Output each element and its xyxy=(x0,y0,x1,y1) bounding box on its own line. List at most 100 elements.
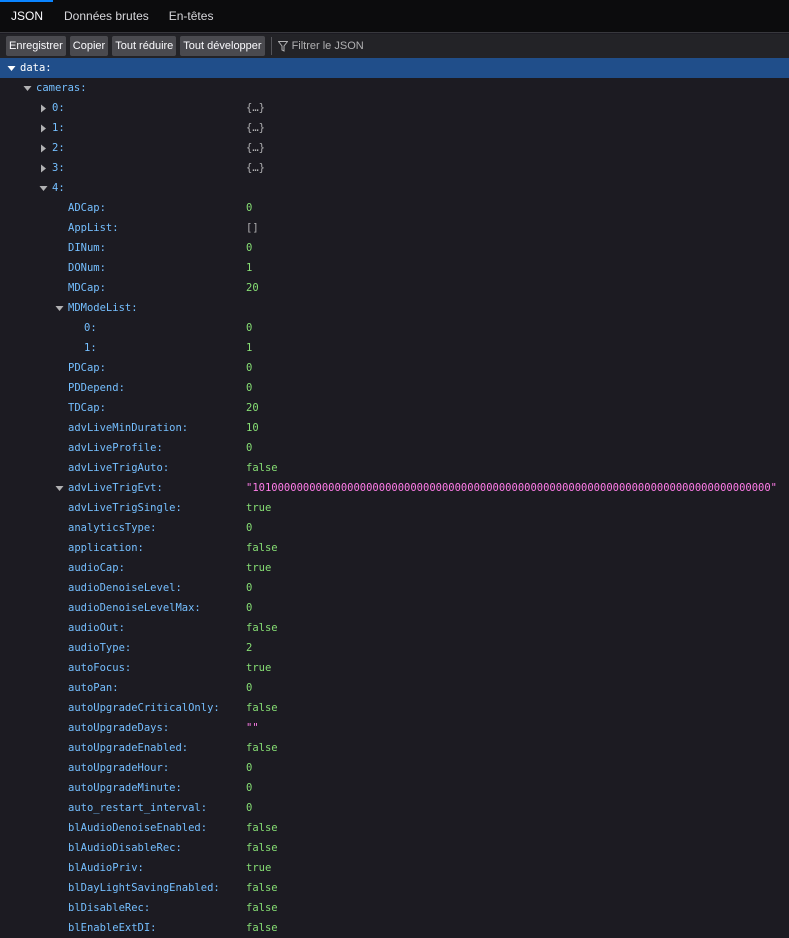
json-row[interactable]: auto_restart_interval:0 xyxy=(0,798,789,818)
json-row[interactable]: PDCap:0 xyxy=(0,358,789,378)
tab-raw-data[interactable]: Données brutes xyxy=(54,0,159,32)
expand-arrow-icon[interactable] xyxy=(23,78,33,98)
json-tree: data:cameras:0:{…}1:{…}2:{…}3:{…}4:ADCap… xyxy=(0,58,789,938)
json-key: advLiveTrigSingle: xyxy=(68,502,182,514)
json-value: true xyxy=(246,502,272,514)
filter-json-input[interactable]: Filtrer le JSON xyxy=(277,40,364,52)
json-row[interactable]: advLiveTrigEvt:"101000000000000000000000… xyxy=(0,478,789,498)
json-row[interactable]: advLiveProfile:0 xyxy=(0,438,789,458)
json-key: 2: xyxy=(52,142,65,154)
json-key: application: xyxy=(68,542,144,554)
json-row[interactable]: autoUpgradeHour:0 xyxy=(0,758,789,778)
json-row[interactable]: DINum:0 xyxy=(0,238,789,258)
json-row[interactable]: 4: xyxy=(0,178,789,198)
json-row[interactable]: autoUpgradeCriticalOnly: false xyxy=(0,698,789,718)
json-row[interactable]: 0:0 xyxy=(0,318,789,338)
expand-arrow-icon[interactable] xyxy=(55,298,65,318)
json-row[interactable]: advLiveTrigAuto:false xyxy=(0,458,789,478)
expand-arrow-icon[interactable] xyxy=(39,178,49,198)
json-key: autoUpgradeCriticalOnly: xyxy=(68,702,220,714)
tab-json-label: JSON xyxy=(11,9,44,23)
json-row[interactable]: MDCap:20 xyxy=(0,278,789,298)
json-row[interactable]: TDCap:20 xyxy=(0,398,789,418)
json-key: 1: xyxy=(84,342,97,354)
json-row[interactable]: blEnableExtDI:false xyxy=(0,918,789,938)
viewer-tabbar: JSON Données brutes En-têtes xyxy=(0,0,789,33)
json-value: {…} xyxy=(246,102,265,114)
json-row[interactable]: analyticsType:0 xyxy=(0,518,789,538)
json-row[interactable]: 3: {…} xyxy=(0,158,789,178)
json-value: {…} xyxy=(246,122,265,134)
tab-headers-label: En-têtes xyxy=(168,9,214,23)
json-row[interactable]: 0: {…} xyxy=(0,98,789,118)
json-key: PDDepend: xyxy=(68,382,125,394)
collapse-arrow-icon[interactable] xyxy=(39,138,49,158)
json-value: {…} xyxy=(246,142,265,154)
json-row[interactable]: audioType:2 xyxy=(0,638,789,658)
collapse-arrow-icon[interactable] xyxy=(39,158,49,178)
expand-arrow-icon[interactable] xyxy=(55,478,65,498)
json-row[interactable]: autoUpgradeMinute:0 xyxy=(0,778,789,798)
json-row[interactable]: 1:{…} xyxy=(0,118,789,138)
json-value: 0 xyxy=(246,682,253,694)
json-row[interactable]: autoFocus:true xyxy=(0,658,789,678)
filter-placeholder: Filtrer le JSON xyxy=(291,40,364,52)
json-row[interactable]: DONum:1 xyxy=(0,258,789,278)
json-key: data: xyxy=(20,62,52,74)
json-row[interactable]: blAudioDisableRec:false xyxy=(0,838,789,858)
json-key: MDCap: xyxy=(68,282,106,294)
collapse-all-button[interactable]: Tout réduire xyxy=(112,36,177,56)
collapse-arrow-icon[interactable] xyxy=(39,118,49,138)
json-row[interactable]: ADCap:0 xyxy=(0,198,789,218)
json-value: {…} xyxy=(246,162,265,174)
json-key: 3: xyxy=(52,162,65,174)
json-row[interactable]: MDModeList: xyxy=(0,298,789,318)
json-row[interactable]: application: false xyxy=(0,538,789,558)
json-value: false xyxy=(246,702,278,714)
expand-arrow-icon[interactable] xyxy=(7,58,17,78)
json-key: autoUpgradeDays: xyxy=(68,722,170,734)
json-key: 0: xyxy=(52,102,65,114)
json-row[interactable]: blDayLightSavingEnabled: false xyxy=(0,878,789,898)
json-value: "101000000000000000000000000000000000000… xyxy=(246,482,778,494)
json-row[interactable]: 2: {…} xyxy=(0,138,789,158)
json-row[interactable]: autoUpgradeEnabled:false xyxy=(0,738,789,758)
tab-headers[interactable]: En-têtes xyxy=(159,0,224,32)
tab-json[interactable]: JSON xyxy=(0,0,54,32)
json-value: true xyxy=(246,662,272,674)
json-row[interactable]: PDDepend:0 xyxy=(0,378,789,398)
json-value: false xyxy=(246,542,278,554)
json-row[interactable]: audioDenoiseLevelMax:0 xyxy=(0,598,789,618)
json-value: true xyxy=(246,862,272,874)
collapse-arrow-icon[interactable] xyxy=(39,98,49,118)
json-key: DONum: xyxy=(68,262,106,274)
copy-button[interactable]: Copier xyxy=(69,36,109,56)
json-value: false xyxy=(246,842,278,854)
json-row[interactable]: blAudioPriv:true xyxy=(0,858,789,878)
json-row[interactable]: audioOut:false xyxy=(0,618,789,638)
save-button[interactable]: Enregistrer xyxy=(6,36,66,56)
json-key: audioDenoiseLevel: xyxy=(68,582,182,594)
json-key: blEnableExtDI: xyxy=(68,922,157,934)
json-value: 1 xyxy=(246,342,253,354)
expand-all-button[interactable]: Tout développer xyxy=(180,36,265,56)
json-row[interactable]: 1: 1 xyxy=(0,338,789,358)
json-row[interactable]: data: xyxy=(0,58,789,78)
json-row[interactable]: blDisableRec:false xyxy=(0,898,789,918)
json-row[interactable]: advLiveMinDuration:10 xyxy=(0,418,789,438)
json-row[interactable]: blAudioDenoiseEnabled:false xyxy=(0,818,789,838)
json-key: audioCap: xyxy=(68,562,125,574)
json-key: DINum: xyxy=(68,242,106,254)
json-key: blDayLightSavingEnabled: xyxy=(68,882,220,894)
json-row[interactable]: audioCap:true xyxy=(0,558,789,578)
json-value: false xyxy=(246,882,278,894)
json-row[interactable]: audioDenoiseLevel: 0 xyxy=(0,578,789,598)
json-row[interactable]: autoUpgradeDays:"" xyxy=(0,718,789,738)
json-row[interactable]: autoPan:0 xyxy=(0,678,789,698)
json-row[interactable]: advLiveTrigSingle: true xyxy=(0,498,789,518)
json-row[interactable]: AppList:[] xyxy=(0,218,789,238)
json-value: 0 xyxy=(246,582,253,594)
json-value: 0 xyxy=(246,782,253,794)
json-row[interactable]: cameras: xyxy=(0,78,789,98)
json-key: AppList: xyxy=(68,222,119,234)
